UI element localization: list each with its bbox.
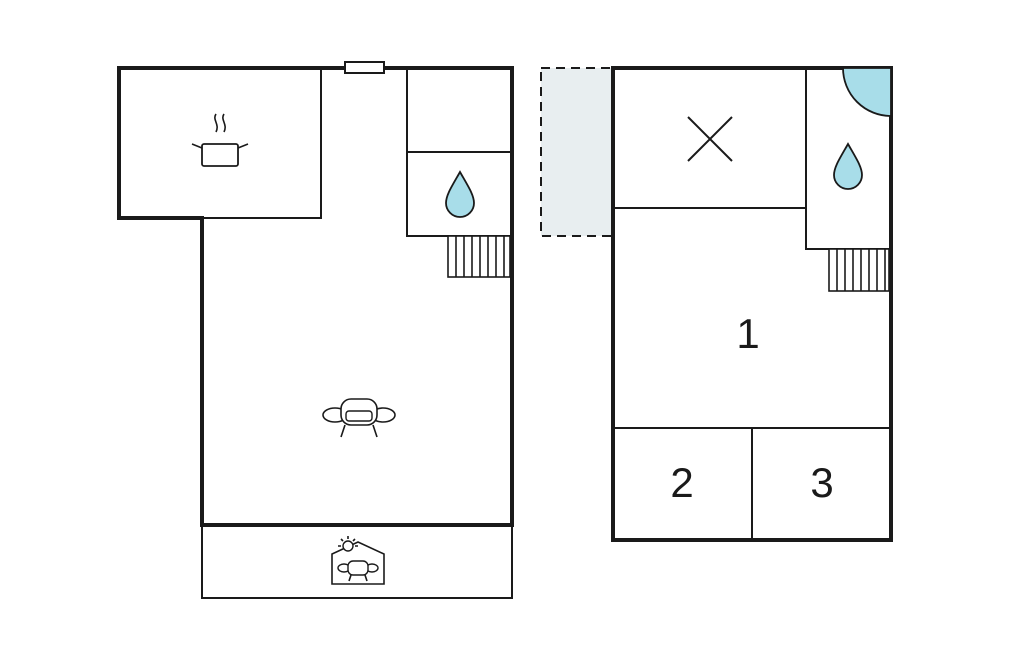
x-mark-icon [687,116,733,162]
dashed-open-area [540,67,613,237]
window [344,61,385,74]
room-number-3: 3 [810,459,833,506]
terrace [201,524,513,599]
kitchen-pot-icon [191,113,249,167]
ground-floor-outer-wall [117,66,514,527]
water-drop-icon [445,170,475,218]
sofa-icon [322,398,396,438]
room-number-2: 2 [670,459,693,506]
kitchen-partition [202,68,322,219]
room-number-1: 1 [736,310,759,357]
ground-floor [117,61,514,599]
door-swing [842,67,892,117]
upper-floor-partitions [613,68,891,540]
water-drop-icon [833,142,863,190]
upper-floor-stairs [828,248,890,292]
upper-floor: 1 2 3 [540,66,893,542]
ground-floor-stairs [447,235,511,278]
terrace-sofa-sun-icon [331,536,385,585]
